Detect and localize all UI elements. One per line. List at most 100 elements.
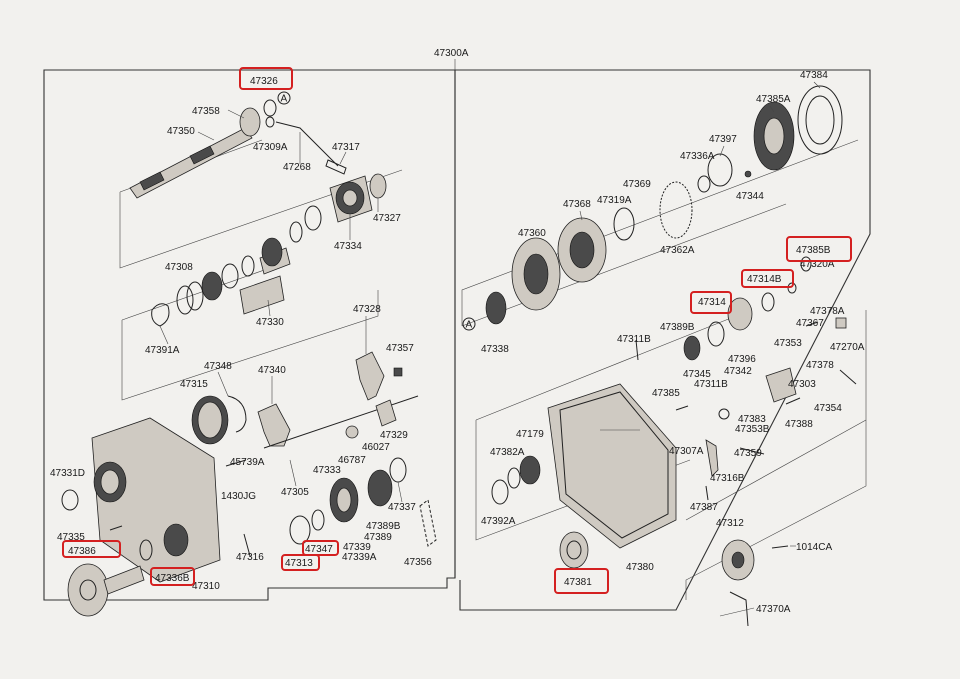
- label-47314[interactable]: 47314: [698, 297, 726, 308]
- label-47389[interactable]: 47389: [364, 532, 392, 543]
- oil-tube: [275, 121, 339, 167]
- hub-47397: [707, 153, 733, 187]
- label-47339[interactable]: 47339: [343, 542, 371, 553]
- label-47359[interactable]: 47359: [734, 448, 762, 459]
- label-47362A[interactable]: 47362A: [660, 245, 695, 256]
- label-47350[interactable]: 47350: [167, 126, 195, 137]
- label-46787[interactable]: 46787: [338, 455, 366, 466]
- nut-47385B: [800, 256, 812, 272]
- label-47311B-2[interactable]: 47311B: [694, 379, 728, 390]
- label-47313[interactable]: 47313: [285, 558, 313, 569]
- label-47356[interactable]: 47356: [404, 557, 432, 568]
- callout-a-right: [462, 317, 476, 331]
- label-1430JG[interactable]: 1430JG: [221, 491, 256, 502]
- label-47388[interactable]: 47388: [785, 419, 813, 430]
- label-46027[interactable]: 46027: [362, 442, 390, 453]
- label-47370A[interactable]: 47370A: [756, 604, 791, 615]
- label-47314B[interactable]: 47314B: [747, 274, 782, 285]
- label-47315[interactable]: 47315: [180, 379, 208, 390]
- label-47319A[interactable]: 47319A: [597, 195, 632, 206]
- label-47307A[interactable]: 47307A: [669, 446, 704, 457]
- label-47383[interactable]: 47383: [738, 414, 766, 425]
- bolt-47311B: [635, 339, 639, 361]
- highlight-47336B: [150, 567, 195, 586]
- ring-gear-inner: [197, 401, 223, 439]
- label-47179[interactable]: 47179: [516, 429, 544, 440]
- seal-47392A: [491, 479, 509, 505]
- label-47384[interactable]: 47384: [800, 70, 828, 81]
- label-47305[interactable]: 47305: [281, 487, 309, 498]
- bearing-47389B-right: [707, 321, 725, 347]
- label-47303[interactable]: 47303: [788, 379, 816, 390]
- label-47358[interactable]: 47358: [192, 106, 220, 117]
- label-47378A[interactable]: 47378A: [810, 306, 845, 317]
- label-47389B[interactable]: 47389B: [366, 521, 401, 532]
- label-47386[interactable]: 47386: [68, 546, 96, 557]
- label-47396[interactable]: 47396: [728, 354, 756, 365]
- label-47310[interactable]: 47310: [192, 581, 220, 592]
- label-47338[interactable]: 47338: [481, 344, 509, 355]
- label-1014CA[interactable]: 1014CA: [796, 542, 832, 553]
- detent-46027: [375, 399, 397, 427]
- label-47316[interactable]: 47316: [236, 552, 264, 563]
- highlight-47385B: [786, 236, 852, 262]
- label-47336B[interactable]: 47336B: [155, 573, 190, 584]
- label-47342[interactable]: 47342: [724, 366, 752, 377]
- label-47369[interactable]: 47369: [623, 179, 651, 190]
- label-47308[interactable]: 47308: [165, 262, 193, 273]
- label-47316B[interactable]: 47316B: [710, 473, 745, 484]
- label-45739A[interactable]: 45739A: [230, 457, 265, 468]
- label-47328[interactable]: 47328: [353, 304, 381, 315]
- vent-47335: [109, 525, 123, 531]
- label-47385B[interactable]: 47385B: [796, 245, 831, 256]
- label-47353B[interactable]: 47353B: [735, 424, 770, 435]
- label-47335[interactable]: 47335: [57, 532, 85, 543]
- label-47378[interactable]: 47378: [806, 360, 834, 371]
- label-47397[interactable]: 47397: [709, 134, 737, 145]
- label-47340[interactable]: 47340: [258, 365, 286, 376]
- label-47360[interactable]: 47360: [518, 228, 546, 239]
- label-47329[interactable]: 47329: [380, 430, 408, 441]
- label-47354[interactable]: 47354: [814, 403, 842, 414]
- label-47357[interactable]: 47357: [386, 343, 414, 354]
- label-47389B-right[interactable]: 47389B: [660, 322, 695, 333]
- label-47348[interactable]: 47348: [204, 361, 232, 372]
- label-47311B[interactable]: 47311B: [617, 334, 651, 345]
- label-47320A[interactable]: 47320A: [800, 259, 835, 270]
- label-47391A[interactable]: 47391A: [145, 345, 180, 356]
- label-47330[interactable]: 47330: [256, 317, 284, 328]
- label-47309A[interactable]: 47309A: [253, 142, 288, 153]
- label-47339A[interactable]: 47339A: [342, 552, 377, 563]
- label-47327[interactable]: 47327: [373, 213, 401, 224]
- label-47382A[interactable]: 47382A: [490, 447, 525, 458]
- label-47331D[interactable]: 47331D: [50, 468, 85, 479]
- label-47268[interactable]: 47268: [283, 162, 311, 173]
- label-47387[interactable]: 47387: [690, 502, 718, 513]
- shift-rail: [263, 395, 419, 449]
- label-47333[interactable]: 47333: [313, 465, 341, 476]
- label-47385[interactable]: 47385: [652, 388, 680, 399]
- label-47367[interactable]: 47367: [796, 318, 824, 329]
- gear-47389B: [367, 469, 393, 507]
- label-47380[interactable]: 47380: [626, 562, 654, 573]
- label-47392A[interactable]: 47392A: [481, 516, 516, 527]
- bearing-47382A: [519, 455, 541, 485]
- label-47353[interactable]: 47353: [774, 338, 802, 349]
- label-47270A[interactable]: 47270A: [830, 342, 865, 353]
- label-47347[interactable]: 47347: [305, 544, 333, 555]
- bolt-47387: [705, 485, 709, 501]
- label-47368[interactable]: 47368: [563, 199, 591, 210]
- label-47337[interactable]: 47337: [388, 502, 416, 513]
- label-47344[interactable]: 47344: [736, 191, 764, 202]
- label-47385A[interactable]: 47385A: [756, 94, 791, 105]
- label-47317[interactable]: 47317: [332, 142, 360, 153]
- label-47336A[interactable]: 47336A: [680, 151, 715, 162]
- callout-a-top-label: A: [281, 94, 288, 105]
- label-47334[interactable]: 47334: [334, 241, 362, 252]
- label-47312[interactable]: 47312: [716, 518, 744, 529]
- label-47381[interactable]: 47381: [564, 577, 592, 588]
- highlight-47386: [62, 540, 121, 558]
- label-47326[interactable]: 47326: [250, 76, 278, 87]
- label-47345[interactable]: 47345: [683, 369, 711, 380]
